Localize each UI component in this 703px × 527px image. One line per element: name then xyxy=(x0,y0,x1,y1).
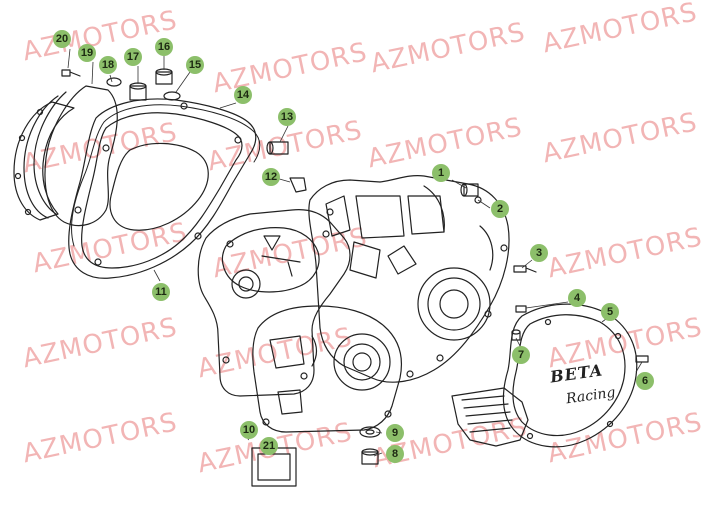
callout-15: 15 xyxy=(186,56,204,74)
crankcase-gasket xyxy=(71,104,261,247)
callout-14: 14 xyxy=(234,86,252,104)
callout-18: 18 xyxy=(99,56,117,74)
clutch-cover xyxy=(13,91,75,221)
callout-16: 16 xyxy=(155,38,173,56)
callout-8: 8 xyxy=(386,445,404,463)
callout-12: 12 xyxy=(262,168,280,186)
callout-20: 20 xyxy=(53,30,71,48)
callout-5: 5 xyxy=(601,303,619,321)
clutch-housing-cover xyxy=(68,98,257,279)
transmission-housing xyxy=(252,305,403,433)
callout-17: 17 xyxy=(124,48,142,66)
callout-19: 19 xyxy=(78,44,96,62)
callout-7: 7 xyxy=(512,346,530,364)
leader-lines xyxy=(67,48,643,457)
callout-4: 4 xyxy=(568,289,586,307)
callout-11: 11 xyxy=(152,283,170,301)
callout-1: 1 xyxy=(432,164,450,182)
callout-13: 13 xyxy=(278,108,296,126)
callout-6: 6 xyxy=(636,372,654,390)
left-crankcase xyxy=(197,209,351,397)
clutch-cover-gasket xyxy=(44,85,118,227)
callout-3: 3 xyxy=(530,244,548,262)
callout-10: 10 xyxy=(240,421,258,439)
callout-21: 21 xyxy=(260,437,278,455)
callout-2: 2 xyxy=(491,200,509,218)
small-parts xyxy=(61,68,649,487)
callout-9: 9 xyxy=(386,424,404,442)
right-crankcase xyxy=(308,175,510,383)
ignition-cover xyxy=(451,303,638,448)
